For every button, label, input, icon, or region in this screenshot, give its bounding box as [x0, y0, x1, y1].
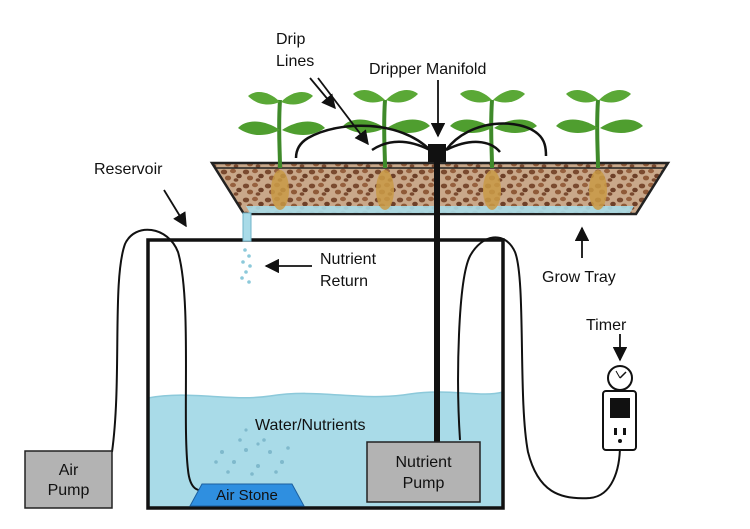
water-nutrients-label: Water/Nutrients	[255, 417, 366, 434]
air-pump-label-line1: Air	[59, 462, 79, 479]
nutrient-return-drops	[240, 248, 252, 284]
nutrient-pump: Nutrient Pump	[366, 441, 481, 503]
plant-1	[238, 92, 325, 210]
timer	[607, 365, 633, 391]
drip-lines	[294, 122, 548, 159]
air-line	[111, 228, 209, 492]
plant-3	[450, 90, 537, 210]
nutrient-return-label-line1: Nutrient	[320, 251, 377, 268]
nutrient-pump-label-line2: Pump	[403, 475, 445, 492]
nutrient-return-pipe	[242, 212, 252, 242]
drip-lines-label-line1: Drip	[276, 31, 305, 48]
dripper-manifold	[428, 144, 446, 162]
drip-lines-label-line2: Lines	[276, 53, 314, 70]
timer-label: Timer	[586, 317, 627, 334]
drip-lines-arrow-2	[317, 77, 369, 146]
plant-4	[556, 90, 643, 210]
power-cord	[457, 236, 621, 500]
air-pump-label-line2: Pump	[48, 482, 90, 499]
dripper-manifold-label: Dripper Manifold	[369, 61, 486, 78]
grow-tray-label: Grow Tray	[542, 269, 616, 286]
wall-outlet	[602, 390, 637, 451]
reservoir-arrow	[163, 189, 187, 228]
nutrient-return-label-line2: Return	[320, 273, 368, 290]
supply-line	[434, 160, 440, 442]
nutrient-pump-label-line1: Nutrient	[395, 454, 452, 471]
reservoir-label: Reservoir	[94, 161, 163, 178]
air-pump: Air Pump	[24, 450, 113, 509]
reservoir	[146, 238, 505, 510]
air-stone: Air Stone	[189, 483, 305, 507]
drip-lines-arrow-1	[309, 77, 336, 110]
plant-2	[343, 90, 430, 210]
annotation-arrows	[163, 77, 628, 362]
air-stone-label: Air Stone	[216, 487, 278, 504]
air-bubbles	[214, 428, 290, 476]
